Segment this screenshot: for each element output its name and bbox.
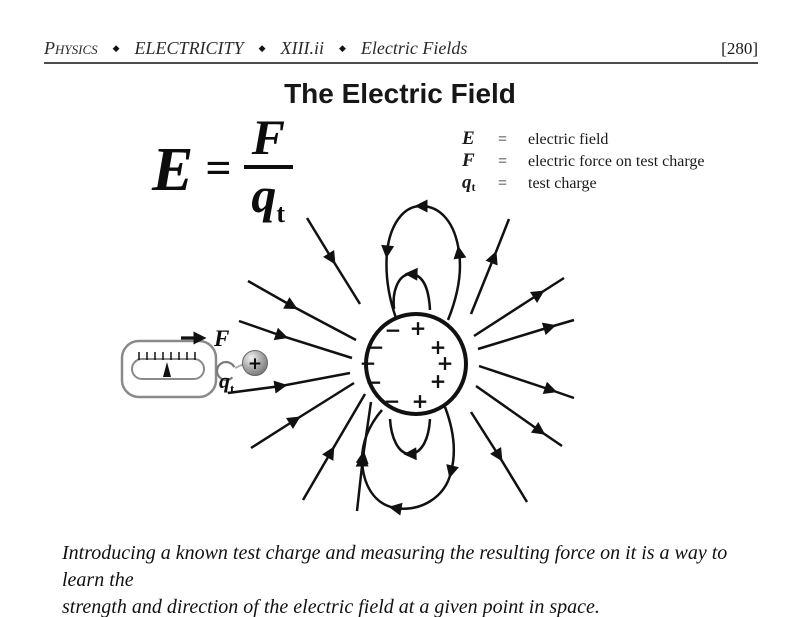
force-label: F — [213, 326, 229, 351]
legend-description: test charge — [528, 175, 597, 192]
field-line — [475, 384, 563, 448]
legend-equals: = — [498, 131, 508, 148]
minus-charge-label: − — [368, 335, 385, 359]
equation: E = F qt — [152, 112, 293, 227]
legend-description: electric force on test charge — [528, 153, 705, 170]
page-title: The Electric Field — [284, 78, 516, 109]
legend-symbol: qt — [462, 172, 498, 195]
field-loop-outer — [381, 199, 467, 321]
field-loops-top — [381, 199, 467, 321]
equation-equals: = — [205, 141, 232, 193]
field-loop-inner — [392, 267, 432, 311]
caption-line: Introducing a known test charge and meas… — [62, 542, 728, 591]
field-lines-left — [227, 217, 373, 512]
equation-lhs: E — [152, 135, 194, 204]
field-line — [469, 218, 511, 315]
plus-charge-label: + — [430, 335, 447, 359]
field-line — [227, 371, 351, 395]
legend-row: qt = test charge — [462, 172, 705, 194]
field-line — [238, 319, 353, 360]
meter-tick-marks — [138, 352, 196, 360]
source-charge-sphere — [364, 312, 468, 416]
test-charge-label-base: q — [219, 368, 230, 393]
header-rule — [44, 62, 758, 64]
plus-charge-label: + — [410, 316, 427, 340]
test-charge-ball — [242, 350, 268, 376]
field-loop-outer — [355, 406, 459, 516]
denominator-base: q — [251, 167, 277, 223]
field-line — [469, 411, 529, 503]
test-charge-sign-label: + — [248, 354, 262, 374]
caption-line: strength and direction of the electric f… — [62, 596, 600, 617]
field-line — [247, 279, 357, 342]
field-line — [473, 276, 565, 338]
sphere-charge-signs: − − − − − + + + + + — [360, 316, 454, 413]
minus-charge-label: − — [360, 351, 377, 375]
force-meter — [120, 339, 245, 399]
breadcrumb: Physics ◆ ELECTRICITY ◆ XIII.ii ◆ Electr… — [44, 38, 467, 59]
legend-description: electric field — [528, 131, 609, 148]
legend-symbol: F — [462, 150, 498, 173]
legend-symbol-base: F — [462, 150, 475, 171]
diamond-separator-icon: ◆ — [258, 43, 266, 53]
plus-charge-label: + — [412, 389, 429, 413]
plus-charge-label: + — [437, 351, 454, 375]
symbol-legend: E = electric field F = electric force on… — [462, 128, 705, 194]
meter-hook — [215, 360, 236, 382]
minus-charge-label: − — [385, 318, 402, 342]
breadcrumb-section: Physics — [44, 38, 98, 58]
fraction-bar — [243, 165, 293, 169]
minus-charge-label: − — [384, 389, 401, 413]
field-line — [478, 364, 575, 400]
legend-symbol: E — [462, 128, 498, 151]
field-line — [355, 401, 373, 512]
legend-symbol-sub: t — [471, 180, 476, 194]
legend-row: F = electric force on test charge — [462, 150, 705, 172]
equation-denominator: qt — [251, 170, 285, 227]
field-line — [250, 381, 355, 450]
plus-charge-label: + — [430, 369, 447, 393]
breadcrumb-lesson: XIII.ii — [280, 38, 324, 58]
diamond-separator-icon: ◆ — [112, 43, 120, 53]
field-loop-inner — [388, 418, 432, 461]
field-line — [477, 318, 575, 351]
field-line — [305, 217, 362, 305]
breadcrumb-topic: Electric Fields — [360, 38, 468, 58]
minus-charge-label: − — [366, 370, 383, 394]
test-charge: + — [242, 350, 268, 376]
force-annotation: F qt — [181, 326, 235, 396]
caption: Introducing a known test charge and meas… — [62, 540, 772, 617]
equation-fraction: F qt — [243, 109, 293, 227]
breadcrumb-chapter: ELECTRICITY — [134, 38, 244, 58]
header: Physics ◆ ELECTRICITY ◆ XIII.ii ◆ Electr… — [44, 38, 758, 59]
field-line — [301, 393, 367, 501]
legend-equals: = — [498, 175, 508, 192]
legend-symbol-base: q — [462, 172, 472, 193]
diamond-separator-icon: ◆ — [338, 43, 346, 53]
legend-symbol-base: E — [462, 128, 475, 149]
field-lines-right — [469, 218, 575, 503]
denominator-subscript: t — [276, 199, 286, 228]
test-charge-label-sub: t — [230, 381, 235, 396]
meter-needle — [163, 362, 171, 377]
page-number: [280] — [721, 39, 758, 58]
legend-row: E = electric field — [462, 128, 705, 150]
legend-equals: = — [498, 153, 508, 170]
test-charge-label: qt — [219, 368, 235, 396]
equation-numerator: F — [251, 109, 285, 165]
field-loops-bottom — [355, 406, 459, 516]
